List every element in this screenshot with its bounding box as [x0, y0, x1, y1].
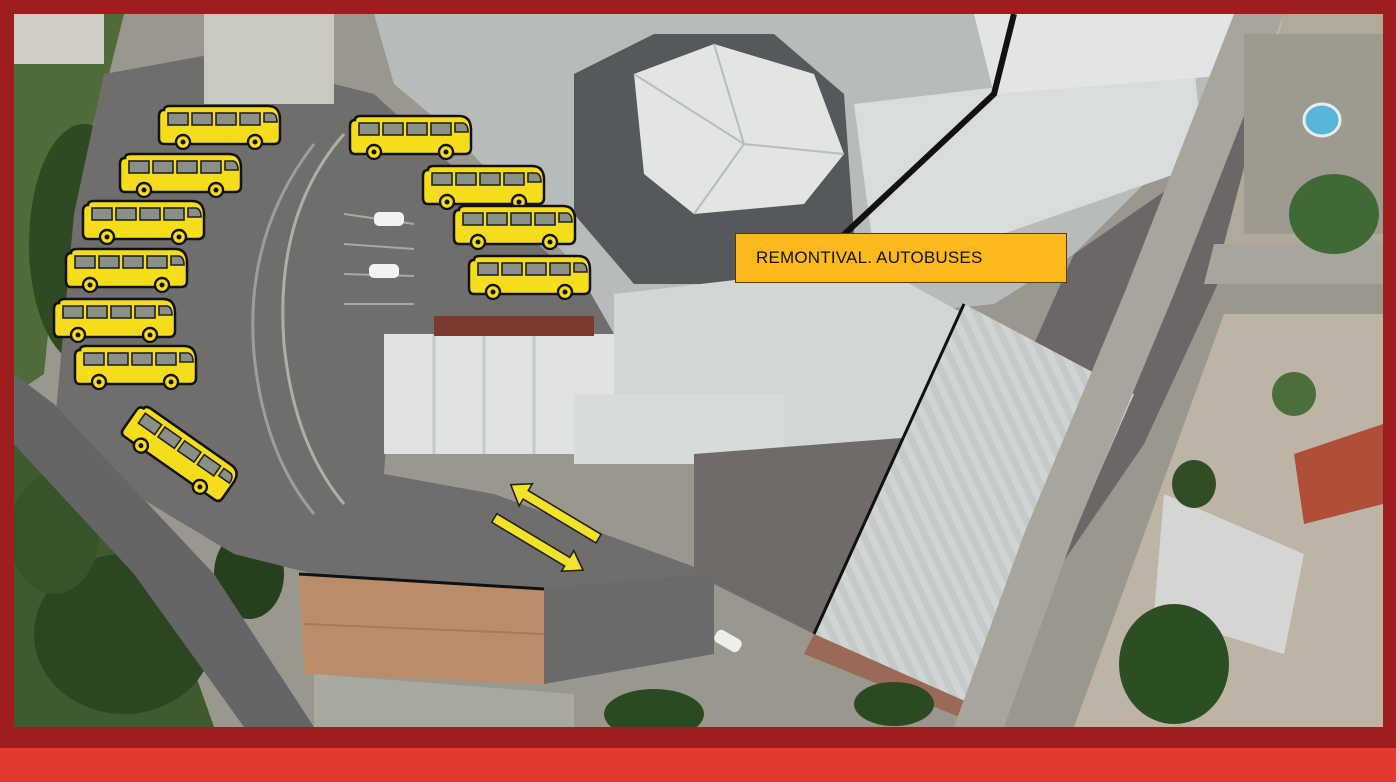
- bus-icon: [52, 297, 177, 343]
- aerial-map[interactable]: [14, 14, 1383, 727]
- bus-icon: [467, 254, 592, 300]
- map-label: REMONTIVAL. AUTOBUSES: [735, 233, 1067, 283]
- bus-icon: [81, 199, 206, 245]
- bus-icon: [73, 344, 198, 390]
- aerial-photo: [14, 14, 1383, 727]
- bottom-band: [0, 748, 1396, 782]
- bus-icon: [452, 204, 577, 250]
- bus-icon: [421, 164, 546, 210]
- map-label-text: REMONTIVAL. AUTOBUSES: [756, 248, 983, 267]
- two-way-traffic-arrows-icon: [490, 482, 603, 573]
- bus-icon: [348, 114, 473, 160]
- bus-icon: [118, 152, 243, 198]
- bus-icon: [64, 247, 189, 293]
- bus-icon: [157, 104, 282, 150]
